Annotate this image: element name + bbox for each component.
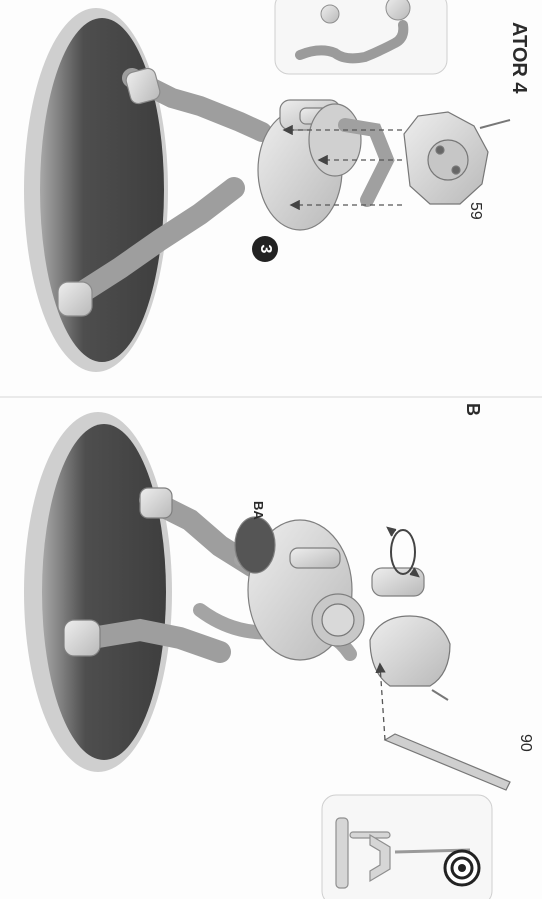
head-part-59 (404, 112, 510, 204)
part-number-59: 59 (464, 202, 484, 230)
step-letter: B (461, 403, 483, 423)
callout-label-ba: BA (250, 501, 266, 525)
part-number-90: 90 (514, 734, 534, 762)
step-badge-number: 3 (252, 236, 278, 262)
head-part-90 (370, 616, 450, 700)
antenna-part (385, 734, 510, 790)
page-title-fragment: ATOR 4 (506, 22, 530, 82)
base-top (24, 8, 168, 372)
base-bottom (24, 412, 172, 772)
model-torso-top (258, 100, 387, 230)
inset-box-top (275, 0, 447, 74)
glue-icon (445, 851, 479, 885)
